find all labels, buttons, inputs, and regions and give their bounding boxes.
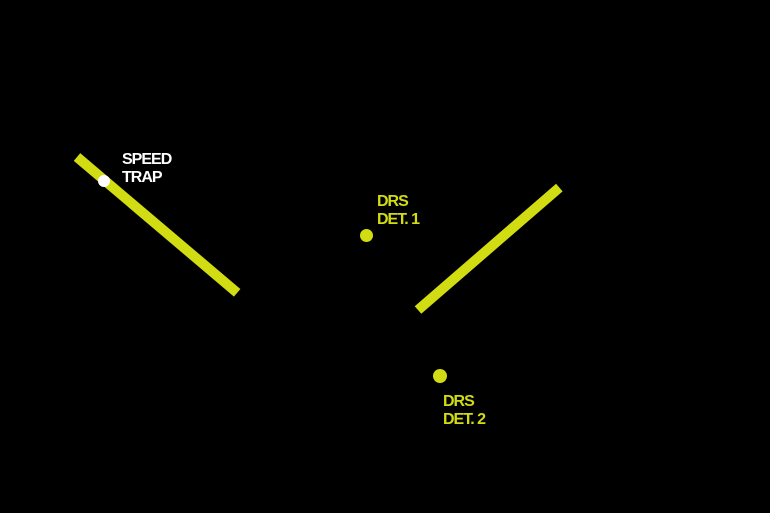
- drs-detection-2-label: DRS DET. 2: [443, 393, 486, 429]
- speed-trap-label-line1: SPEED: [122, 151, 172, 168]
- speed-trap-marker-dot: [98, 175, 110, 187]
- drs-detection-2-label-line2: DET. 2: [443, 411, 486, 428]
- drs-detection-1-label-line2: DET. 1: [377, 211, 420, 228]
- track-segment-highlight-2: [414, 183, 563, 314]
- drs-detection-1-label: DRS DET. 1: [377, 193, 420, 229]
- drs-detection-2-marker-dot: [433, 369, 447, 383]
- drs-detection-1-marker-dot: [360, 229, 373, 242]
- speed-trap-label-line2: TRAP: [122, 169, 163, 186]
- speed-trap-label: SPEED TRAP: [122, 151, 172, 187]
- drs-detection-2-label-line1: DRS: [443, 393, 475, 410]
- drs-detection-1-label-line1: DRS: [377, 193, 409, 210]
